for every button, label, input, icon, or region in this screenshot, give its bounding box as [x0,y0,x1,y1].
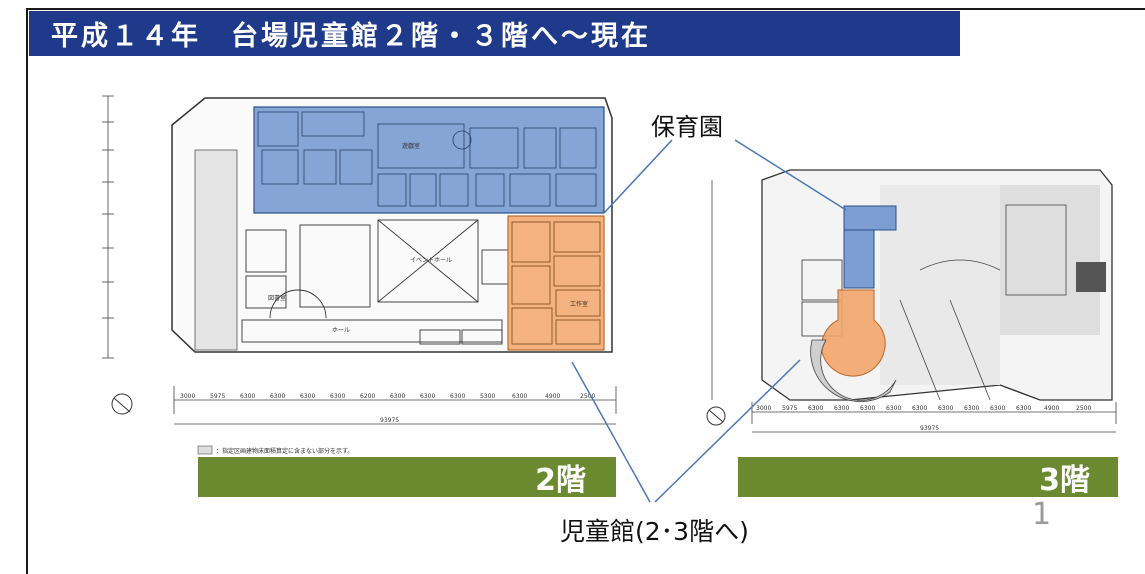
svg-text:6300: 6300 [450,393,465,400]
svg-text:6300: 6300 [330,393,345,400]
svg-text:6300: 6300 [990,405,1005,412]
vertical-ruler-2f [102,95,114,359]
svg-text:6300: 6300 [860,405,875,412]
north-arrow-icon [111,393,133,415]
svg-text:6300: 6300 [834,405,849,412]
svg-text:6300: 6300 [964,405,979,412]
hoikuen-callout-line-2f [603,139,673,214]
jidokan-area-3f [821,289,886,377]
page-number: 1 [1032,497,1052,532]
jidokan-callout-line-2f [571,361,651,503]
hoikuen-area-2f [253,106,605,214]
floor-2-label-bar: 2階 [198,457,616,498]
svg-text:5300: 5300 [480,393,495,400]
svg-text:5975: 5975 [210,393,225,400]
hatched-zone [194,149,238,351]
floor-plan-3f: 3000 5975 6300 6300 6300 6300 6300 6300 … [706,169,1117,433]
room-label: 遊戯室 [402,142,420,150]
slide-frame-top [26,8,1145,10]
floor-3-label-bar: 3階 [738,457,1118,498]
slide-title: 平成１４年 台場児童館２階・３階へ～現在 [51,21,651,52]
floor-3-label: 3階 [1039,463,1090,498]
hoikuen-area-3f [843,205,897,231]
svg-text:6300: 6300 [808,405,823,412]
room-label: イベントホール [410,257,452,264]
room-label: 図書室 [268,294,286,302]
hoikuen-area-3f-lower [843,229,875,289]
slide-frame-left [26,8,28,574]
room-label: 工作室 [570,300,588,308]
hoikuen-callout-line-3f [734,139,847,211]
svg-text:6300: 6300 [938,405,953,412]
jidokan-callout: 児童館(2･3階へ) [560,517,749,546]
jidokan-rooms-2f [511,221,601,345]
svg-text:6300: 6300 [512,393,527,400]
svg-text:6200: 6200 [360,393,375,400]
svg-text:3000: 3000 [180,393,195,400]
horizontal-ruler-3f [711,180,1117,433]
svg-text:6300: 6300 [420,393,435,400]
svg-text:6300: 6300 [390,393,405,400]
terrace-area-east [1000,185,1100,335]
svg-text:93975: 93975 [920,425,939,432]
svg-text:6300: 6300 [1016,405,1031,412]
north-arrow-icon [706,406,726,426]
svg-text:6300: 6300 [240,393,255,400]
svg-text:6300: 6300 [886,405,901,412]
horizontal-ruler-2f [173,386,617,425]
svg-text:2500: 2500 [1076,405,1091,412]
hoikuen-callout: 保育園 [651,113,723,141]
center-rooms-2f [241,219,509,345]
floor-2-label: 2階 [535,463,586,498]
hoikuen-rooms-2f [257,111,597,207]
svg-text:6300: 6300 [300,393,315,400]
terrace-area [880,185,1000,385]
title-bar: 平成１４年 台場児童館２階・３階へ～現在 [29,11,960,56]
svg-text:4900: 4900 [1044,405,1059,412]
floor-plan-2f: イベントホール 図書室 ホール 工作室 遊戯室 [102,95,617,455]
svg-text:3000: 3000 [756,405,771,412]
svg-text:4900: 4900 [545,393,560,400]
dimension-labels-3f: 3000 5975 6300 6300 6300 6300 6300 6300 … [756,405,1091,432]
legend-swatch [197,445,213,455]
curved-wall [810,339,897,402]
svg-text:6300: 6300 [270,393,285,400]
svg-text:2500: 2500 [580,393,595,400]
dimension-labels-2f: 3000 5975 6300 6300 6300 6300 6200 6300 … [180,393,595,424]
svg-text:5975: 5975 [782,405,797,412]
svg-text:93975: 93975 [380,417,399,424]
room-label: ホール [332,327,350,334]
legend-note: ：指定区画建物床面積算定に含まない部分を示す。 [216,447,353,455]
dark-block [1076,262,1106,292]
terrace-lines [899,204,1067,401]
svg-text:6300: 6300 [912,405,927,412]
jidokan-callout-line-3f [654,359,801,503]
callout-lines [571,139,847,503]
room-outline [801,259,843,301]
